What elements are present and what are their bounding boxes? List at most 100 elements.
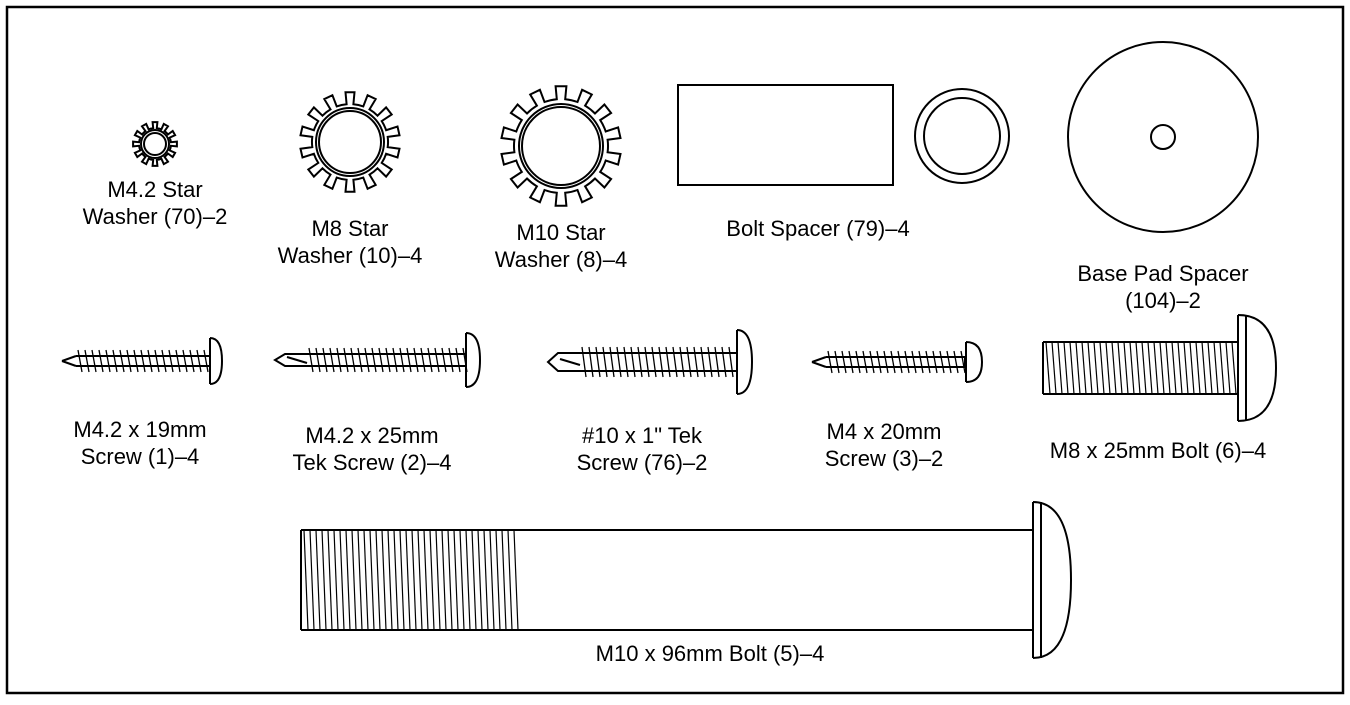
washer-teeth-outline xyxy=(132,121,178,167)
m10-star-washer-label-line1: M10 Star xyxy=(516,220,606,245)
screw-thread xyxy=(960,350,966,374)
bolt-thread xyxy=(1225,341,1231,395)
bolt-thread xyxy=(399,529,405,631)
screw-thread xyxy=(98,349,104,373)
screw-thread xyxy=(637,346,643,378)
no10x1-tek-screw-drawing xyxy=(546,329,754,395)
bolt-thread xyxy=(405,529,411,631)
m42x25-tek-screw-label: M4.2 x 25mm Tek Screw (2)–4 xyxy=(293,422,452,476)
bolt-thread xyxy=(381,529,387,631)
screw-thread xyxy=(84,349,90,373)
washer-teeth-outline xyxy=(299,91,401,193)
m10-star-washer-drawing xyxy=(500,85,622,207)
bolt-thread xyxy=(1201,341,1207,395)
screw-thread xyxy=(371,347,377,373)
screw-thread xyxy=(336,347,342,373)
bolt-head-dome xyxy=(1032,501,1073,659)
bolt-thread xyxy=(417,529,423,631)
screw-thread xyxy=(644,346,650,378)
bolt-thread xyxy=(1165,341,1171,395)
screw-thread xyxy=(939,350,945,374)
m10-star-washer-label-line2: Washer (8)–4 xyxy=(494,247,628,272)
bolt-thread xyxy=(1135,341,1141,395)
screw-thread xyxy=(434,347,440,373)
bolt-spacer-label-line1: Bolt Spacer (79)–4 xyxy=(726,216,910,241)
screw-drill-flute xyxy=(559,358,581,366)
bolt-thread xyxy=(1123,341,1129,395)
bolt-thread xyxy=(435,529,441,631)
screw-thread xyxy=(196,349,202,373)
bolt-thread xyxy=(1069,341,1075,395)
screw-tip-upper xyxy=(61,355,77,362)
screw-head xyxy=(736,329,754,395)
bolt-thread xyxy=(375,529,381,631)
bolt-thread xyxy=(327,529,333,631)
bolt-thread xyxy=(459,529,465,631)
screw-tip-lower xyxy=(811,361,827,368)
screw-thread xyxy=(651,346,657,378)
m8x25-bolt-label: M8 x 25mm Bolt (6)–4 xyxy=(1050,437,1266,464)
base-pad-spacer-label-line1: Base Pad Spacer xyxy=(1077,261,1249,286)
screw-thread xyxy=(427,347,433,373)
screw-thread xyxy=(105,349,111,373)
bolt-thread xyxy=(441,529,447,631)
bolt-thread xyxy=(447,529,453,631)
bolt-thread xyxy=(303,529,309,631)
m42x25-tek-screw-drawing xyxy=(273,332,482,388)
bolt-thread xyxy=(453,529,459,631)
screw-head xyxy=(965,341,984,383)
screw-thread xyxy=(855,350,861,374)
screw-thread xyxy=(441,347,447,373)
screw-drill-tip xyxy=(273,353,307,367)
screw-thread xyxy=(147,349,153,373)
screw-thread xyxy=(848,350,854,374)
screw-thread xyxy=(161,349,167,373)
m42x19-screw-label-line2: Screw (1)–4 xyxy=(80,444,200,469)
m4x20-screw-label-line1: M4 x 20mm xyxy=(826,419,942,444)
screw-thread xyxy=(616,346,622,378)
screw-tip-lower xyxy=(61,360,77,367)
base-pad-spacer-drawing xyxy=(1067,41,1259,233)
bolt-thread xyxy=(471,529,477,631)
bolt-thread xyxy=(315,529,321,631)
screw-head xyxy=(465,332,482,388)
m42-star-washer-label-line1: M4.2 Star xyxy=(107,177,203,202)
screw-thread xyxy=(203,349,209,373)
bolt-head-dome xyxy=(1237,314,1278,422)
screw-thread xyxy=(602,346,608,378)
m4x20-screw-drawing xyxy=(811,341,984,383)
bolt-thread xyxy=(321,529,327,631)
bolt-thread xyxy=(1051,341,1057,395)
bolt-thread xyxy=(1171,341,1177,395)
screw-thread xyxy=(350,347,356,373)
bolt-spacer-end-view-inner xyxy=(923,97,1001,175)
bolt-thread xyxy=(1219,341,1225,395)
bolt-thread xyxy=(309,529,315,631)
m10x96-bolt-label-line1: M10 x 96mm Bolt (5)–4 xyxy=(595,641,825,666)
m8x25-bolt-drawing xyxy=(1042,314,1278,422)
washer-inner-ring xyxy=(315,107,385,177)
screw-thread xyxy=(91,349,97,373)
m42x25-tek-screw-label-line2: Tek Screw (2)–4 xyxy=(292,450,452,475)
screw-thread xyxy=(925,350,931,374)
screw-thread xyxy=(168,349,174,373)
screw-thread xyxy=(827,350,833,374)
no10x1-tek-screw-label: #10 x 1" Tek Screw (76)–2 xyxy=(577,422,708,476)
screw-thread xyxy=(672,346,678,378)
no10x1-tek-screw-label-line2: Screw (76)–2 xyxy=(576,450,708,475)
screw-thread xyxy=(133,349,139,373)
screw-thread xyxy=(315,347,321,373)
screw-thread xyxy=(721,346,727,378)
m4x20-screw-label: M4 x 20mm Screw (3)–2 xyxy=(825,418,944,472)
bolt-thread xyxy=(369,529,375,631)
screw-thread xyxy=(953,350,959,374)
washer-hole xyxy=(318,110,382,174)
screw-thread xyxy=(918,350,924,374)
screw-drill-tip xyxy=(546,352,580,372)
bolt-spacer-end-view-outer xyxy=(914,88,1010,184)
bolt-thread xyxy=(1177,341,1183,395)
screw-thread xyxy=(308,347,314,373)
bolt-thread xyxy=(339,529,345,631)
